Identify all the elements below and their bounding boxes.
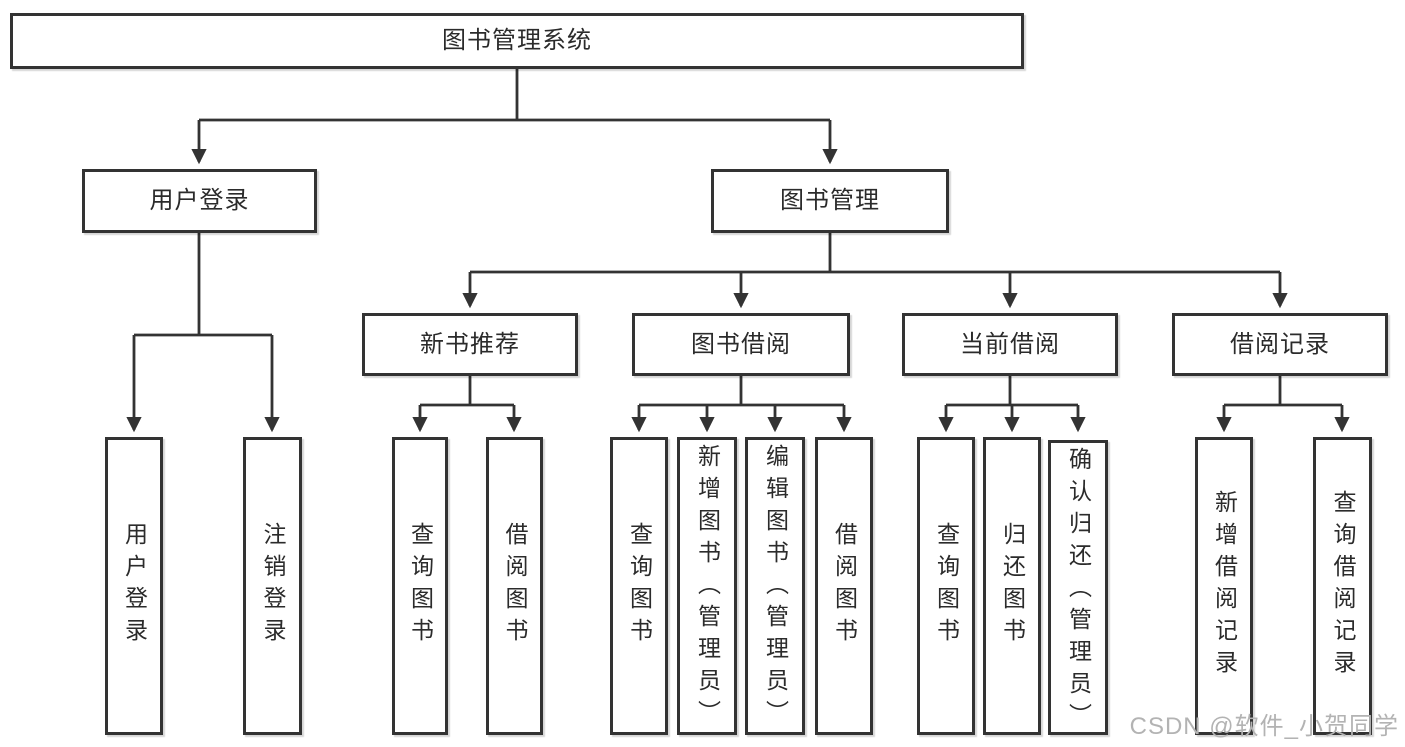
node-library-management-system: 图书管理系统 xyxy=(10,13,1024,69)
leaf-recommend-query-books: 查询图书 xyxy=(392,437,448,735)
node-label: 编辑图书（管理员） xyxy=(762,444,789,732)
csdn-watermark: CSDN @软件_小贺同学 xyxy=(1129,713,1399,740)
leaf-records-query-record: 查询借阅记录 xyxy=(1313,437,1372,735)
node-label: 归还图书 xyxy=(999,522,1026,650)
leaf-borrowing-borrow-books: 借阅图书 xyxy=(815,437,873,735)
node-label: 查询借阅记录 xyxy=(1330,490,1356,682)
leaf-borrowing-query-books: 查询图书 xyxy=(610,437,668,735)
node-label: 注销登录 xyxy=(260,522,286,650)
connector-book-borrowing-to-leaves xyxy=(631,376,852,433)
leaf-borrowing-edit-books-admin: 编辑图书（管理员） xyxy=(745,437,805,735)
connector-book-management-to-level3 xyxy=(462,233,1288,309)
node-label: 图书借阅 xyxy=(691,330,791,358)
node-label: 借阅图书 xyxy=(831,522,858,650)
leaf-current-return-books: 归还图书 xyxy=(983,437,1041,735)
node-label: 查询图书 xyxy=(933,522,960,650)
node-label: 借阅记录 xyxy=(1230,330,1330,358)
node-label: 查询图书 xyxy=(626,522,653,650)
leaf-current-confirm-return-admin: 确认归还（管理员） xyxy=(1048,440,1108,735)
node-current-borrowing: 当前借阅 xyxy=(902,313,1118,376)
node-label: 图书管理 xyxy=(780,187,880,214)
leaf-borrowing-add-books-admin: 新增图书（管理员） xyxy=(677,437,737,735)
node-label: 用户登录 xyxy=(121,522,148,650)
leaf-recommend-borrow-books: 借阅图书 xyxy=(486,437,543,735)
node-user-login-group: 用户登录 xyxy=(82,169,317,233)
node-label: 新增借阅记录 xyxy=(1211,490,1238,682)
node-label: 图书管理系统 xyxy=(442,27,592,54)
node-book-management: 图书管理 xyxy=(711,169,949,233)
node-label: 借阅图书 xyxy=(502,522,528,650)
leaf-records-add-record: 新增借阅记录 xyxy=(1195,437,1253,735)
leaf-user-login: 用户登录 xyxy=(105,437,163,735)
leaf-current-query-books: 查询图书 xyxy=(917,437,975,735)
connector-user-login-to-leaves xyxy=(126,233,280,433)
node-label: 当前借阅 xyxy=(960,330,1060,358)
node-borrowing-records: 借阅记录 xyxy=(1172,313,1388,376)
node-label: 新书推荐 xyxy=(420,330,520,358)
leaf-logout: 注销登录 xyxy=(243,437,302,735)
node-label: 查询图书 xyxy=(407,522,434,650)
node-label: 确认归还（管理员） xyxy=(1065,447,1092,735)
node-new-book-recommend: 新书推荐 xyxy=(362,313,578,376)
node-label: 新增图书（管理员） xyxy=(694,444,721,732)
connector-new-book-recommend-to-leaves xyxy=(412,376,522,433)
connector-current-borrowing-to-leaves xyxy=(938,376,1086,433)
connector-root-to-level2 xyxy=(191,69,838,165)
node-book-borrowing: 图书借阅 xyxy=(632,313,850,376)
connector-borrowing-records-to-leaves xyxy=(1216,376,1350,433)
node-label: 用户登录 xyxy=(149,187,250,214)
